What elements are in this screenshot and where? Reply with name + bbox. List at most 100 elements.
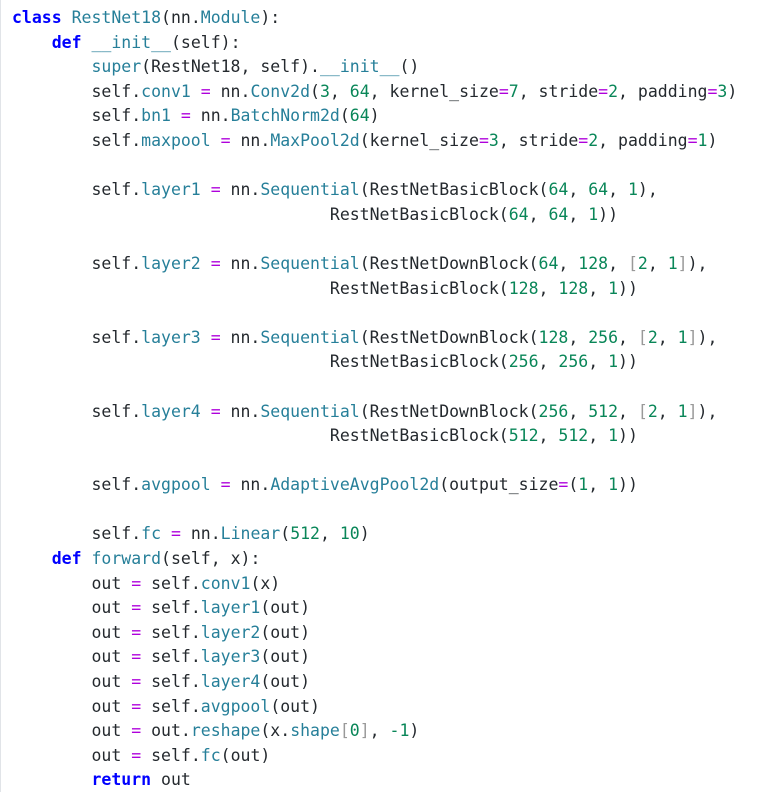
code-token: (out) bbox=[260, 598, 311, 618]
code-token: layer2 bbox=[141, 253, 201, 273]
code-token: (self): bbox=[170, 32, 241, 52]
code-token: = bbox=[707, 81, 718, 101]
code-line bbox=[12, 301, 737, 326]
code-token: , stride bbox=[498, 130, 579, 150]
code-token: , bbox=[329, 81, 350, 101]
code-token: 64 bbox=[349, 106, 370, 126]
code-token: fc bbox=[141, 524, 162, 544]
code-token: , bbox=[568, 401, 589, 421]
code-token: RestNetBasicBlock( bbox=[12, 352, 509, 372]
code-token: RestNetBasicBlock( bbox=[12, 426, 509, 446]
code-token bbox=[12, 770, 91, 789]
code-token: (out) bbox=[220, 745, 271, 765]
code-token: __init__ bbox=[91, 32, 171, 52]
code-token: 64 bbox=[538, 253, 559, 273]
code-line: RestNetBasicBlock(256, 256, 1)) bbox=[12, 350, 737, 375]
code-token: 64 bbox=[588, 180, 609, 200]
code-token: return bbox=[91, 770, 152, 790]
code-token: , bbox=[588, 352, 609, 372]
code-token: [ bbox=[637, 327, 648, 347]
code-token: 0 bbox=[349, 721, 360, 741]
code-token: ( bbox=[280, 524, 291, 544]
code-token: = bbox=[478, 130, 489, 150]
code-token: = bbox=[578, 130, 589, 150]
code-line: out = self.layer3(out) bbox=[12, 645, 737, 670]
code-token: self. bbox=[12, 524, 142, 544]
code-token: avgpool bbox=[141, 475, 211, 495]
code-token: layer3 bbox=[141, 327, 201, 347]
code-token: out bbox=[12, 721, 132, 741]
code-token: )) bbox=[618, 352, 638, 372]
code-token: nn. bbox=[180, 524, 221, 544]
code-token bbox=[201, 402, 211, 421]
code-token: = bbox=[498, 81, 509, 101]
code-token: RestNetBasicBlock( bbox=[12, 204, 509, 224]
code-token: out bbox=[12, 647, 132, 667]
code-token: , bbox=[528, 204, 549, 224]
code-token: ): bbox=[260, 8, 281, 27]
code-token: ( bbox=[339, 106, 350, 126]
code-token bbox=[12, 33, 52, 52]
code-token: nn. bbox=[220, 253, 261, 273]
code-line bbox=[12, 498, 737, 523]
code-token: out bbox=[12, 598, 132, 618]
code-token: bn1 bbox=[141, 106, 171, 126]
code-token: , bbox=[568, 204, 589, 224]
code-token: ), bbox=[687, 253, 708, 273]
code-token: = bbox=[200, 81, 211, 101]
code-token: 10 bbox=[339, 524, 360, 544]
code-token: out bbox=[12, 573, 132, 593]
code-block: class RestNet18(nn.Module): def __init__… bbox=[12, 6, 737, 793]
code-line: RestNetBasicBlock(128, 128, 1)) bbox=[12, 277, 737, 302]
code-token: 3 bbox=[488, 130, 499, 150]
code-token: 64 bbox=[349, 81, 370, 101]
code-token: self. bbox=[141, 745, 201, 765]
code-token: (out) bbox=[260, 622, 311, 642]
code-token: , bbox=[568, 180, 589, 200]
code-token: reshape bbox=[190, 721, 261, 741]
code-token: = bbox=[210, 327, 221, 347]
code-token: = bbox=[210, 401, 221, 421]
code-line: def forward(self, x): bbox=[12, 547, 737, 572]
code-token: layer4 bbox=[200, 672, 261, 692]
code-token: (x. bbox=[260, 721, 291, 741]
code-line: self.maxpool = nn.MaxPool2d(kernel_size=… bbox=[12, 129, 737, 154]
code-line: self.bn1 = nn.BatchNorm2d(64) bbox=[12, 104, 737, 129]
code-token: Sequential bbox=[260, 180, 360, 200]
code-token: out bbox=[12, 672, 132, 692]
code-token: 1 bbox=[627, 180, 638, 200]
code-token: , bbox=[558, 253, 579, 273]
code-line: RestNetBasicBlock(64, 64, 1)) bbox=[12, 203, 737, 228]
code-token: super bbox=[91, 57, 142, 77]
code-token: , bbox=[568, 327, 589, 347]
code-token: self. bbox=[12, 475, 142, 495]
code-token: = bbox=[687, 130, 698, 150]
code-token: out bbox=[12, 622, 132, 642]
code-token: (self, x): bbox=[161, 549, 261, 569]
code-line bbox=[12, 449, 737, 474]
code-token: (out) bbox=[260, 647, 311, 667]
code-token: , padding bbox=[618, 81, 708, 101]
code-token bbox=[201, 254, 211, 273]
code-token: self. bbox=[12, 327, 142, 347]
code-token: 1 bbox=[578, 475, 589, 495]
code-token: (out) bbox=[270, 696, 320, 716]
code-token: layer3 bbox=[200, 647, 261, 667]
code-line: super(RestNet18, self).__init__() bbox=[12, 55, 737, 80]
code-token: 3 bbox=[319, 81, 330, 101]
code-token: self. bbox=[141, 573, 201, 593]
code-token: Sequential bbox=[260, 253, 360, 273]
code-line: out = self.layer2(out) bbox=[12, 621, 737, 646]
code-line: self.layer4 = nn.Sequential(RestNetDownB… bbox=[12, 400, 737, 425]
code-line: self.layer1 = nn.Sequential(RestNetBasic… bbox=[12, 178, 737, 203]
code-token: (output_size bbox=[439, 475, 559, 495]
code-token bbox=[82, 549, 92, 568]
code-token: , bbox=[647, 253, 668, 273]
code-token: -1 bbox=[389, 721, 410, 741]
code-token: self. bbox=[141, 672, 201, 692]
code-line: def __init__(self): bbox=[12, 31, 737, 56]
code-token: layer2 bbox=[200, 622, 261, 642]
code-token bbox=[211, 131, 221, 150]
code-token: 512 bbox=[508, 426, 539, 446]
